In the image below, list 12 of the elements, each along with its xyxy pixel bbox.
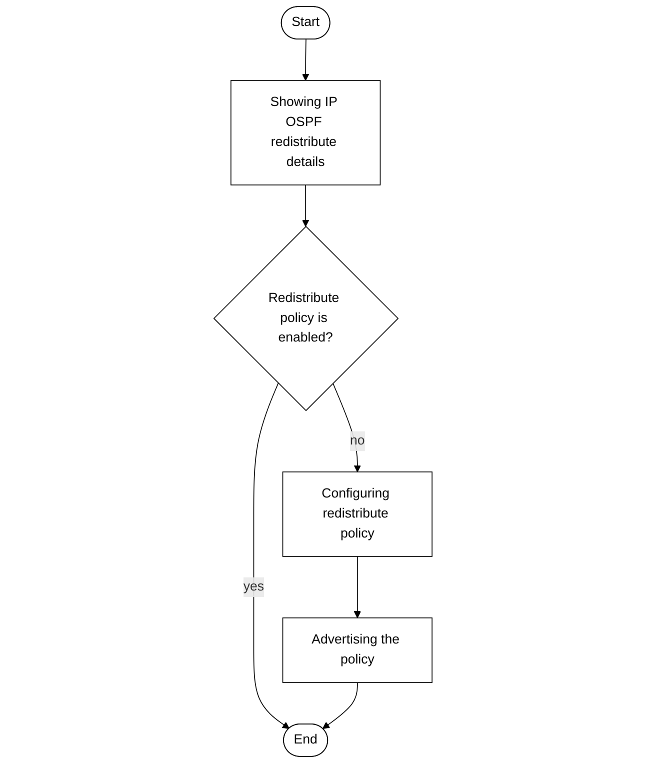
node-diamond: Redistribute policy is enabled? (213, 226, 399, 412)
arrow (302, 38, 310, 81)
node-box: Showing IP OSPF redistribute details (230, 80, 381, 186)
node-box: Configuring redistribute policy (282, 471, 432, 557)
arrow (354, 556, 362, 618)
edge-label: no (350, 434, 365, 448)
arrow (302, 184, 310, 227)
node-box: Advertising the policy (282, 617, 432, 683)
arrow (322, 682, 358, 729)
arrow (332, 382, 362, 472)
arrow (253, 382, 290, 729)
edge-label: yes (243, 580, 264, 594)
